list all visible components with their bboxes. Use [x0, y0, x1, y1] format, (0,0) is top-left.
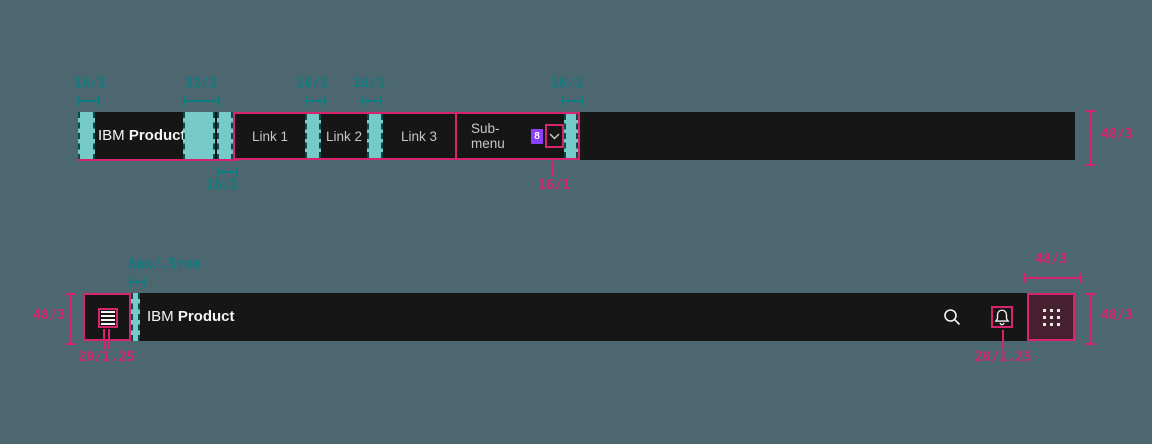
- measure-bracket: [65, 293, 75, 345]
- brand-name: Product: [128, 127, 186, 144]
- search-button[interactable]: [941, 306, 963, 328]
- measure-label-gap-1: 16/1: [296, 76, 329, 91]
- measure-bracket: [562, 96, 583, 106]
- nav-link-3[interactable]: Link 3: [400, 128, 438, 144]
- notification-icon: [994, 309, 1010, 326]
- chevron-measure-box: [545, 124, 564, 148]
- measure-pointer-line: [108, 329, 110, 349]
- measure-label-link-pad: 16/1: [206, 178, 239, 193]
- measure-label-switcher-height: 48/3: [1101, 308, 1134, 323]
- measure-label-switcher-width: 48/3: [1035, 252, 1068, 267]
- measure-label-menu-gap: 8px/.5rem: [128, 257, 202, 272]
- submenu-measure-separator: [455, 114, 457, 158]
- app-switcher-button[interactable]: [1027, 293, 1075, 341]
- measure-pointer-line: [1002, 330, 1004, 349]
- bottom-header-bar: IBM Product: [83, 293, 1075, 341]
- brand-prefix: IBM: [98, 127, 125, 144]
- spacing-overlay-left-pad: [78, 112, 95, 160]
- measure-bracket: [305, 96, 326, 106]
- measure-bracket: [217, 167, 238, 177]
- measure-label-brand-gap: 32/2: [185, 76, 218, 91]
- nav-divider: [215, 112, 217, 160]
- header-brand[interactable]: IBM Product: [147, 293, 235, 341]
- measure-label-right-pad: 16/1: [551, 76, 584, 91]
- measure-pointer-line: [552, 161, 554, 176]
- measure-label-chevron-gap: 16/1: [538, 178, 571, 193]
- spacing-overlay-gap-2: [367, 114, 383, 158]
- measure-label-top-bar-height: 48/3: [1101, 127, 1134, 142]
- menu-icon: [98, 308, 118, 328]
- measure-label-menu-icon-size: 20/1.25: [78, 350, 135, 365]
- spacing-overlay-link-pad: [217, 112, 233, 160]
- measure-bracket: [1085, 110, 1095, 166]
- submenu-label: Sub-menu: [471, 121, 505, 151]
- measure-bracket: [183, 96, 220, 106]
- measure-label-left-pad: 16/1: [74, 76, 107, 91]
- nav-link-1[interactable]: Link 1: [251, 128, 289, 144]
- menu-button[interactable]: [83, 293, 131, 341]
- nav-submenu[interactable]: Sub-menu 8: [457, 114, 564, 158]
- header-brand[interactable]: IBM Product: [98, 112, 186, 160]
- measure-label-bottom-bar-height: 48/3: [33, 308, 66, 323]
- measure-label-bell-icon-size: 20/1.25: [975, 350, 1032, 365]
- measure-pointer-line: [103, 329, 105, 349]
- chevron-down-icon: [549, 132, 560, 140]
- measure-bracket: [1086, 293, 1096, 345]
- app-switcher-icon: [1042, 308, 1060, 326]
- brand-name: Product: [177, 308, 235, 325]
- measure-bracket: [78, 96, 100, 106]
- spacing-overlay-gap-1: [305, 114, 321, 158]
- measure-bracket: [361, 96, 382, 106]
- measure-underline: [78, 159, 238, 161]
- spacing-overlay-right-pad: [564, 114, 578, 158]
- nav-link-2[interactable]: Link 2: [325, 128, 363, 144]
- measure-bracket: [1023, 273, 1081, 283]
- spacing-overlay-menu-gap: [131, 293, 140, 341]
- search-icon: [944, 309, 961, 326]
- measure-label-gap-2: 16/1: [353, 76, 386, 91]
- brand-prefix: IBM: [147, 308, 174, 325]
- nav-measure-box: Link 1 Link 2 Link 3 Sub-menu 8: [233, 112, 580, 160]
- top-header-bar: IBM Product Link 1 Link 2 Link 3 Sub-men…: [78, 112, 1075, 160]
- spacing-overlay-brand-gap: [183, 112, 215, 160]
- measure-bracket: [129, 277, 145, 287]
- spacing-token-badge: 8: [531, 128, 544, 144]
- notification-button[interactable]: [991, 306, 1013, 328]
